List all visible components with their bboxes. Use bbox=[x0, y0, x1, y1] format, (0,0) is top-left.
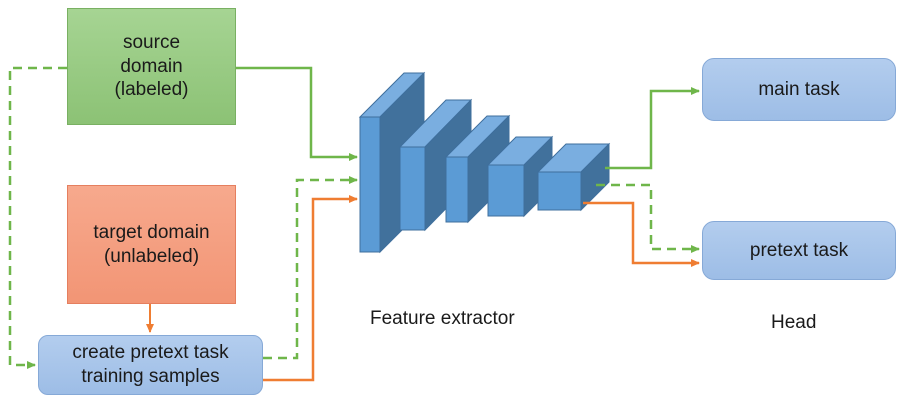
arrow-source-to-create-dashed bbox=[8, 66, 67, 369]
head-label: Head bbox=[771, 312, 817, 333]
arrow-create-to-extractor-orange bbox=[263, 195, 358, 382]
arrow-extractor-to-pretext-dashed bbox=[596, 183, 700, 253]
feature-extractor-block-5 bbox=[536, 142, 611, 212]
source-domain-box: source domain (labeled) bbox=[67, 8, 236, 125]
create-pretext-samples-label: create pretext task training samples bbox=[72, 342, 229, 387]
source-domain-label: source domain (labeled) bbox=[114, 31, 189, 101]
arrow-source-to-extractor bbox=[236, 66, 358, 161]
arrow-extractor-to-main-task bbox=[605, 87, 700, 170]
pretext-task-box: pretext task bbox=[702, 221, 896, 280]
feature-extractor-label: Feature extractor bbox=[370, 308, 515, 329]
create-pretext-samples-box: create pretext task training samples bbox=[38, 335, 263, 395]
arrow-extractor-to-pretext-orange bbox=[583, 201, 700, 267]
target-domain-label: target domain (unlabeled) bbox=[93, 221, 210, 267]
main-task-box: main task bbox=[702, 58, 896, 121]
main-task-label: main task bbox=[758, 78, 840, 100]
pretext-task-label: pretext task bbox=[749, 239, 849, 261]
arrow-create-to-extractor-dashed bbox=[263, 176, 358, 360]
target-domain-box: target domain (unlabeled) bbox=[67, 185, 236, 304]
